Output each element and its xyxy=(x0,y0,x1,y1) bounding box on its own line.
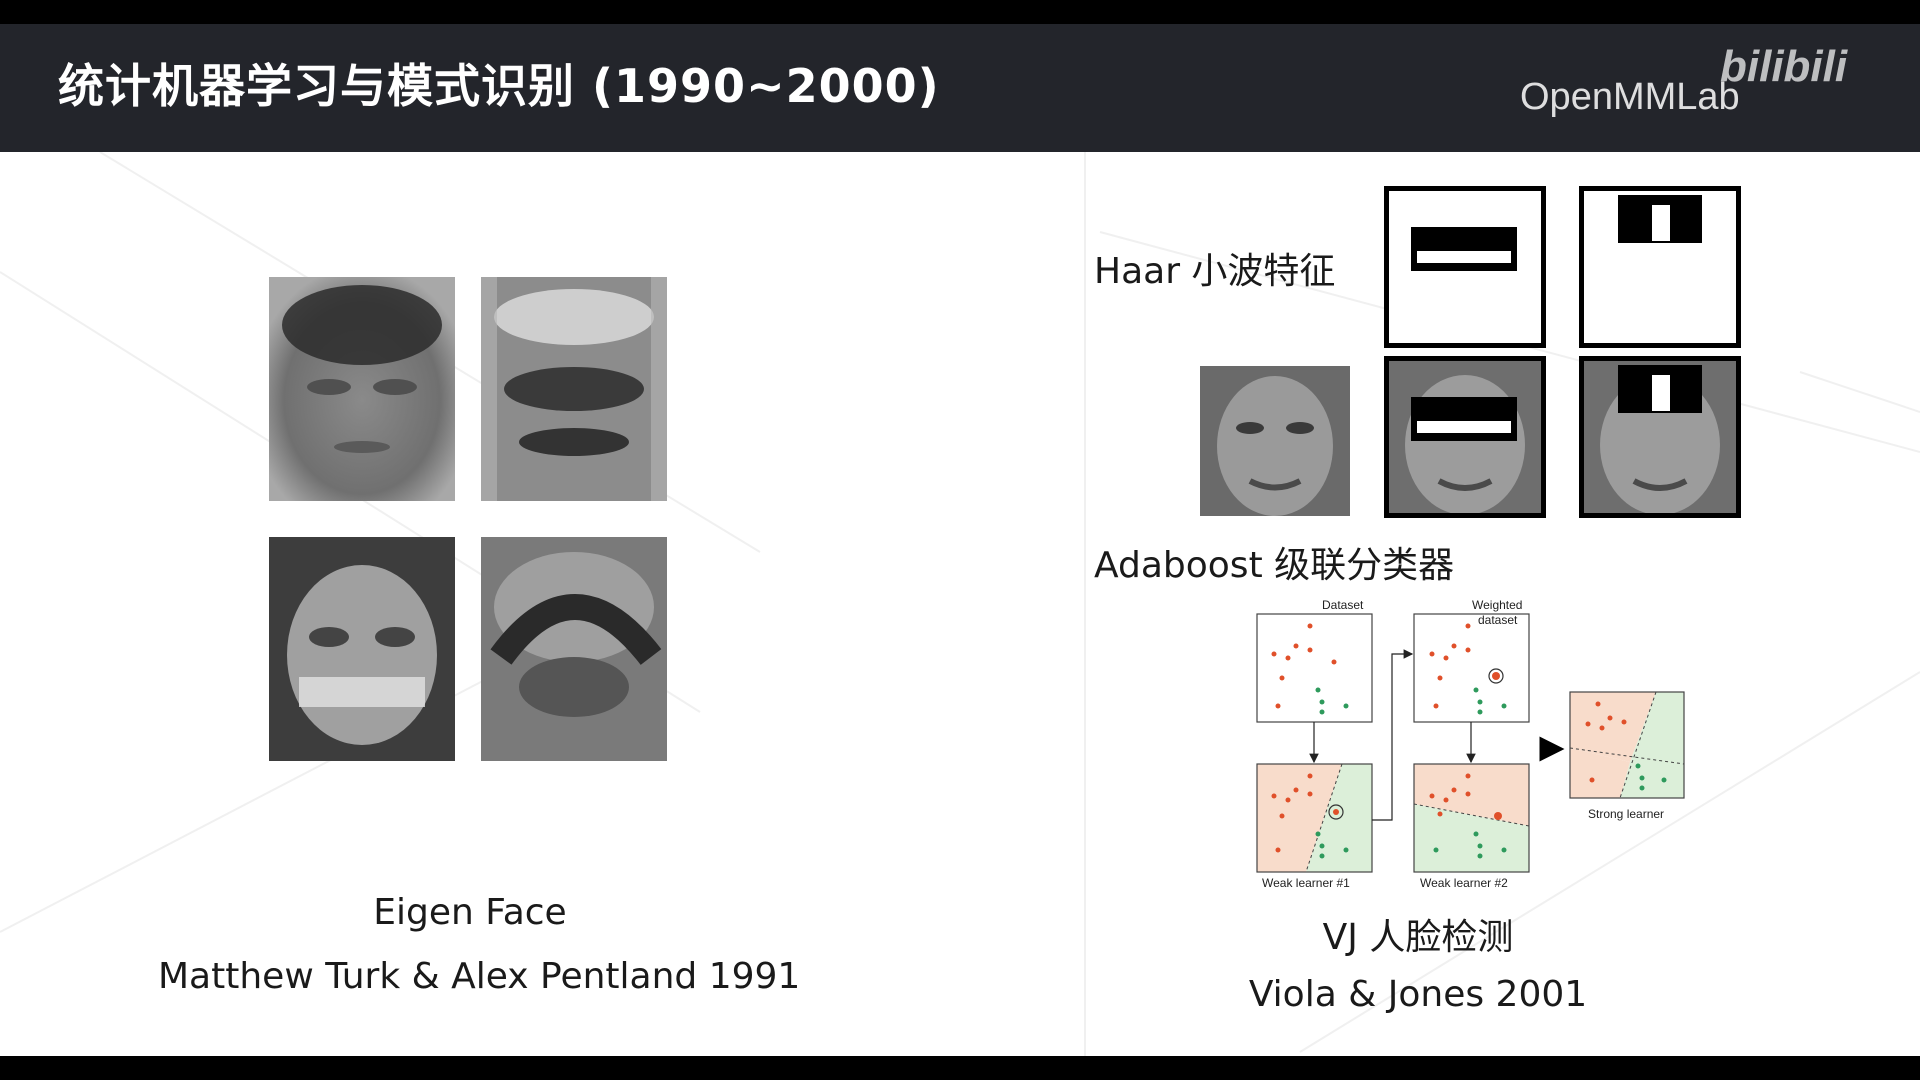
slide: 统计机器学习与模式识别 (1990~2000) OpenMMLab bilibi… xyxy=(0,24,1920,1056)
title-bar: 统计机器学习与模式识别 (1990~2000) OpenMMLab bilibi… xyxy=(0,24,1920,152)
haar-feature-horizontal xyxy=(1384,186,1546,348)
adaboost-diagram xyxy=(1256,613,1685,873)
weak-learner-2-label: Weak learner #2 xyxy=(1420,876,1508,890)
dataset-label: Dataset xyxy=(1322,598,1364,612)
face-with-haar-vertical xyxy=(1579,356,1741,518)
weak-learner-1-label: Weak learner #1 xyxy=(1262,876,1350,890)
weighted-dataset-label-2: dataset xyxy=(1478,613,1518,627)
eigenface-caption-authors: Matthew Turk & Alex Pentland 1991 xyxy=(158,956,801,997)
eigenface-image-2 xyxy=(481,277,667,501)
weighted-dataset-label-1: Weighted xyxy=(1472,598,1523,612)
eigenface-image-4 xyxy=(481,537,667,761)
openmmlab-logo: OpenMMLab xyxy=(1520,62,1900,132)
bilibili-watermark: bilibili xyxy=(1720,42,1848,91)
logo-text: OpenMMLab xyxy=(1520,76,1740,118)
strong-learner-label: Strong learner xyxy=(1588,807,1665,821)
eigenface-image-3 xyxy=(269,537,455,761)
adaboost-label: Adaboost 级联分类器 xyxy=(1094,545,1455,586)
vj-caption-authors: Viola & Jones 2001 xyxy=(1248,974,1588,1015)
haar-label: Haar 小波特征 xyxy=(1094,251,1336,292)
eigenface-image-1 xyxy=(269,277,455,501)
haar-feature-vertical xyxy=(1579,186,1741,348)
face-with-haar-horizontal xyxy=(1384,356,1546,518)
face-sample-image xyxy=(1200,366,1350,516)
slide-title: 统计机器学习与模式识别 (1990~2000) xyxy=(58,59,940,113)
vj-caption-title: VJ 人脸检测 xyxy=(1322,917,1514,958)
eigenface-caption-title: Eigen Face xyxy=(373,892,567,933)
